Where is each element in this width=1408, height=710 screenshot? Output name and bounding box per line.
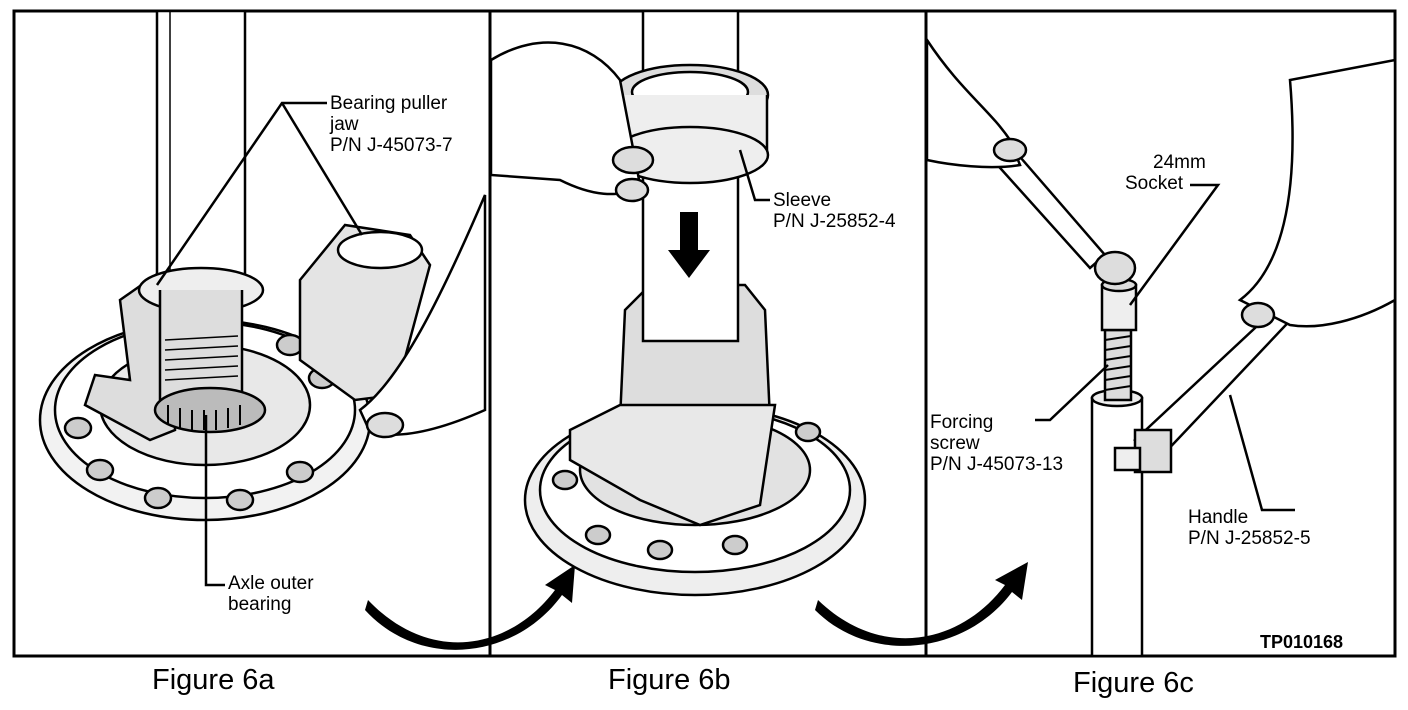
label-line: bearing [228, 594, 292, 615]
label-line: Sleeve [773, 190, 832, 211]
panel-6c-leaders [1035, 183, 1295, 512]
flow-arrow-icon [815, 562, 1028, 646]
label-line: Socket [1125, 173, 1184, 194]
forcing-screw-label: Forcing screw P/N J-45073-13 [930, 412, 1063, 475]
axle-outer-bearing-label: Axle outer bearing [228, 573, 314, 615]
panel-6b-leaders [738, 149, 770, 202]
bearing-puller-jaw-label: Bearing puller jaw P/N J-45073-7 [330, 93, 453, 156]
panel-6a-leaders [155, 101, 364, 587]
sleeve-label: Sleeve P/N J-25852-4 [773, 190, 896, 232]
label-line: 24mm [1153, 152, 1206, 173]
panel-6c-drawing [925, 35, 1397, 658]
panel-6b-drawing [489, 9, 867, 597]
label-line: P/N J-45073-13 [930, 454, 1064, 475]
label-line: jaw [330, 114, 359, 135]
label-line: Forcing [930, 412, 994, 433]
handle-label: Handle P/N J-25852-5 [1188, 507, 1311, 549]
label-line: Axle outer [228, 573, 314, 594]
caption-figure-6a: Figure 6a [152, 664, 275, 696]
label-line: Handle [1188, 507, 1249, 528]
flow-arrow-icon [365, 565, 575, 650]
label-line: P/N J-25852-5 [1188, 528, 1311, 549]
caption-figure-6b: Figure 6b [608, 664, 731, 696]
label-line: screw [930, 433, 980, 454]
caption-figure-6c: Figure 6c [1073, 667, 1194, 699]
socket-label: 24mm Socket [1125, 152, 1206, 194]
drawing-code: TP010168 [1260, 632, 1344, 652]
label-line: P/N J-25852-4 [773, 211, 896, 232]
panel-6a-drawing [38, 9, 487, 522]
down-arrow-icon [668, 212, 710, 278]
label-line: P/N J-45073-7 [330, 135, 453, 156]
label-line: Bearing puller [330, 93, 448, 114]
